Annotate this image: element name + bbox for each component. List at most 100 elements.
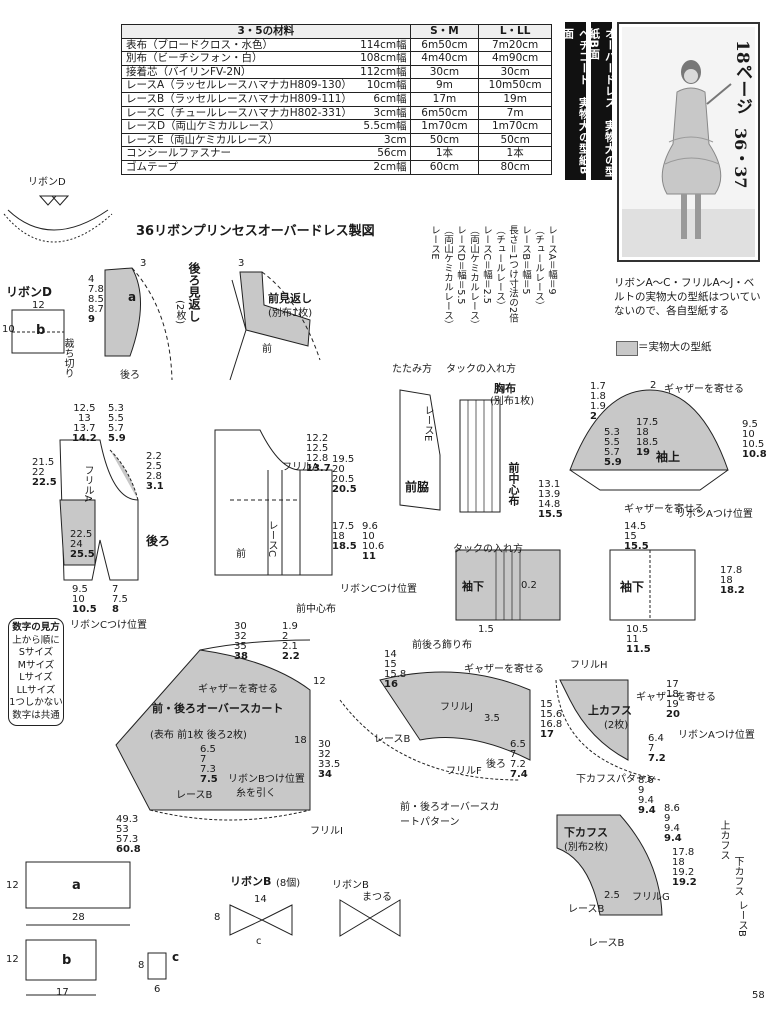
ribbon-b-c: c	[256, 936, 262, 947]
ribbon-d-top-label: リボンD	[28, 177, 66, 188]
dimension-value: 7	[200, 754, 207, 765]
number-key-line: Lサイズ	[19, 672, 53, 683]
dimension-value: 9	[88, 314, 95, 325]
dimension-value: 34	[318, 769, 332, 780]
front-label: 前	[236, 549, 246, 560]
materials-cell-item: レースD（両山ケミカルレース）	[121, 119, 357, 134]
materials-header-lll: L・LL	[478, 24, 552, 39]
matsuru-label: まつる	[362, 892, 392, 903]
sleeve-top-width: 2	[650, 380, 657, 391]
overskirt-pattern: 前・後ろオーバースカートパターン	[400, 802, 500, 828]
trim-back: 後ろ	[486, 759, 506, 770]
tuck-sleeve-bottom: 袖下	[462, 580, 484, 593]
lower-cuff-piece	[556, 814, 663, 916]
tuck-15: 1.5	[478, 624, 494, 635]
ribbon-d-b: b	[36, 323, 46, 338]
dimension-value: 16	[384, 679, 398, 690]
dimension-value: 19.2	[672, 877, 697, 888]
dimension-value: 9.4	[664, 823, 680, 834]
dimension-value: 17.5	[636, 417, 659, 428]
dimension-value: 7.2	[510, 759, 526, 770]
fold-method: たたみ方	[392, 364, 432, 375]
chest-label: 胸布	[494, 382, 516, 395]
front-lace-c: レースC	[266, 520, 277, 557]
materials-header-item: 3・5の材料	[121, 24, 411, 39]
dimension-value: 49.3	[116, 814, 139, 825]
materials-cell-width: 2cm幅	[356, 159, 411, 175]
rect-c-label: c	[172, 950, 180, 964]
dimension-value: 1.7	[590, 381, 606, 392]
dimension-value: 10.5	[626, 624, 649, 635]
dimension-value: 8.5	[88, 294, 104, 305]
skirt-gather: ギャザーを寄せる	[198, 684, 278, 695]
dimension-value: 14.5	[624, 521, 647, 532]
lace-note: （チュールレース）	[494, 225, 505, 311]
dimension-value: 22	[32, 467, 45, 478]
dimension-value: 16.8	[540, 719, 563, 730]
dimension-value: 60.8	[116, 844, 141, 855]
dimension-value: 18	[332, 531, 345, 542]
trim-label: 前後ろ飾り布	[412, 640, 472, 651]
dimension-value: 24	[70, 539, 83, 550]
dimension-value: 13.9	[538, 489, 561, 500]
dimension-value: 15.6	[540, 709, 563, 720]
dimension-value: 20	[666, 709, 680, 720]
rect-c-width: 6	[154, 984, 161, 995]
upper-cuff-count: (2枚)	[604, 720, 629, 731]
materials-cell-lll: 80cm	[478, 159, 552, 175]
dimension-value: 18	[672, 857, 685, 868]
legend-text: ＝実物大の型紙	[638, 341, 712, 353]
back-facing-piece	[104, 267, 141, 357]
back-bodice-piece	[59, 439, 139, 581]
number-key-title: 数字の見方	[12, 622, 60, 633]
dimension-value: 8.6	[664, 803, 680, 814]
lace-note: レースA＝幅＝9	[546, 225, 557, 295]
ribbon-b-width: 14	[254, 894, 267, 905]
dimension-value: 5.5	[108, 413, 124, 424]
materials-header-row: 3・5の材料 S・M L・LL	[121, 24, 552, 39]
dimension-value: 2.8	[146, 471, 162, 482]
lace-note: レースC＝幅＝2.5	[481, 225, 492, 304]
sleeve-gather-2: ギャザーを寄せる	[624, 504, 704, 515]
lower-cuff-frill-b: レースB	[588, 938, 625, 949]
materials-cell-item: レースA（ラッセルレースハマナカH809-130）	[121, 78, 357, 93]
materials-cell-width: 114cm幅	[356, 37, 411, 53]
dimension-value: 2.2	[282, 651, 300, 662]
dimension-value: 2.1	[282, 641, 298, 652]
dimension-value: 9.5	[742, 419, 758, 430]
dimension-value: 4	[88, 274, 95, 285]
fold-lace-e: レースE	[422, 405, 433, 442]
dimension-value: 9.6	[362, 521, 378, 532]
ribbon-b2-label: リボンB	[332, 880, 369, 891]
dimension-value: 7.5	[112, 594, 128, 605]
lower-cuff-lace-b: レースB	[568, 904, 605, 915]
page-number: 58	[752, 990, 765, 1001]
dimension-value: 7.3	[200, 764, 216, 775]
dimension-value: 5.9	[108, 433, 126, 444]
tuck-piece	[455, 549, 561, 621]
ribbon-b-position: リボンBつけ位置	[228, 774, 305, 785]
back-facing-count: (2枚)	[174, 300, 185, 325]
materials-cell-width: 3cm	[356, 132, 411, 148]
sleeve-bottom-piece	[609, 549, 696, 621]
dimension-value: 11.5	[626, 644, 651, 655]
side-lace-b: レースB	[736, 900, 747, 937]
